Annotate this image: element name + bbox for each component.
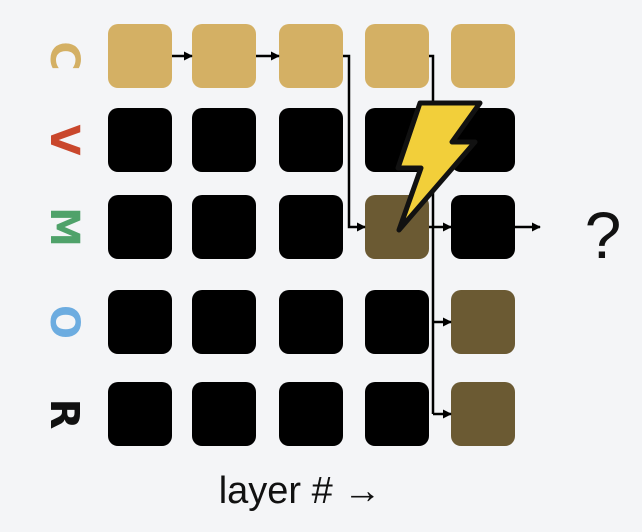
row-labels: C V M O R	[41, 41, 87, 429]
row-label-r: R	[41, 399, 87, 430]
lightning-bolt-icon	[395, 100, 483, 233]
axis-label: layer # →	[219, 470, 382, 512]
cell-r5-c4	[365, 382, 429, 446]
cell-r2-c3	[279, 108, 343, 172]
cell-r2-c2	[192, 108, 256, 172]
cell-r5-c2	[192, 382, 256, 446]
cell-r3-c2	[192, 195, 256, 259]
cell-r1-c1	[108, 24, 172, 88]
arrow-c4-trunk	[429, 54, 435, 414]
cell-r5-c5	[451, 382, 515, 446]
cell-grid	[108, 24, 515, 446]
row-label-m: M	[41, 207, 87, 247]
arrow-c3-to-m4	[343, 54, 366, 232]
cell-r4-c4	[365, 290, 429, 354]
row-label-v: V	[41, 125, 87, 156]
cell-r3-c1	[108, 195, 172, 259]
cell-r1-c2	[192, 24, 256, 88]
cell-r3-c5	[451, 195, 515, 259]
row-label-c: C	[41, 41, 87, 70]
cell-r5-c1	[108, 382, 172, 446]
cell-r5-c3	[279, 382, 343, 446]
cell-r4-c2	[192, 290, 256, 354]
cell-r4-c1	[108, 290, 172, 354]
cell-r3-c3	[279, 195, 343, 259]
cell-r1-c4	[365, 24, 429, 88]
cell-r2-c1	[108, 108, 172, 172]
cell-r1-c5	[451, 24, 515, 88]
cell-r4-c5	[451, 290, 515, 354]
cell-r1-c3	[279, 24, 343, 88]
lightning-bolt-shape	[395, 100, 483, 233]
row-label-o: O	[41, 305, 87, 339]
cell-r4-c3	[279, 290, 343, 354]
output-question-mark: ?	[585, 198, 622, 272]
connection-arrows	[172, 51, 541, 419]
